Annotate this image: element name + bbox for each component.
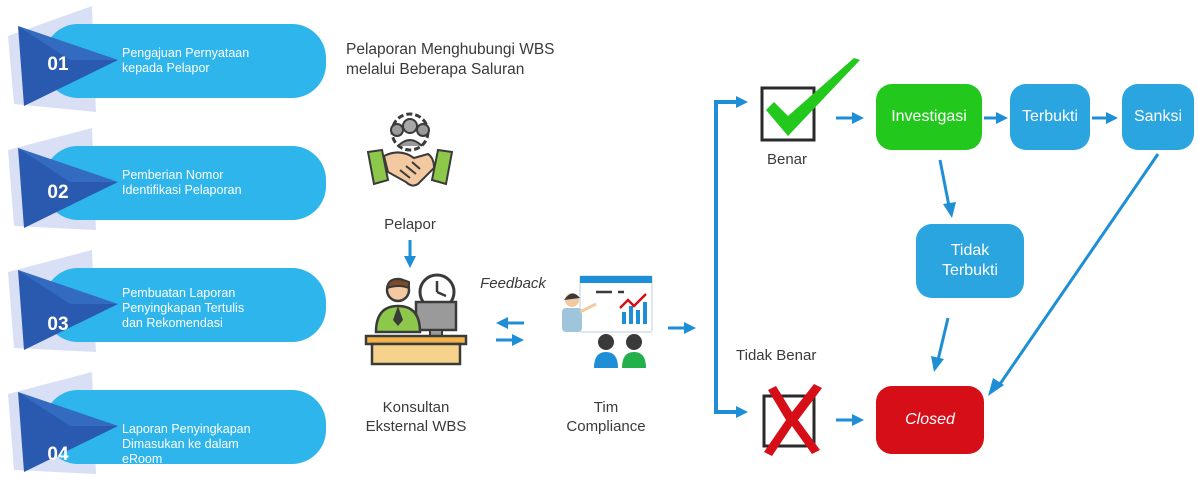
step-2-number: 02 xyxy=(47,182,69,203)
step-4-line1: Laporan Penyingkapan xyxy=(122,422,251,436)
intro-line1: Pelaporan Menghubungi WBS xyxy=(346,41,555,58)
tidak-terbukti-line1: Tidak xyxy=(950,242,990,259)
consultant-label-line2: Eksternal WBS xyxy=(365,418,467,435)
step-4-number: 04 xyxy=(47,444,69,465)
team-label: Tim Compliance xyxy=(546,398,666,436)
team-label-line1: Tim xyxy=(593,399,619,416)
arrow-right-icon xyxy=(512,334,524,346)
step-2: 02 Pemberian Nomor Identifikasi Pelapora… xyxy=(0,126,330,230)
step-1-line2: kepada Pelapor xyxy=(122,61,210,75)
consultant-desk-clock-icon xyxy=(364,273,468,366)
step-3-line3: dan Rekomendasi xyxy=(122,316,223,330)
step-4-line2: Dimasukan ke dalam xyxy=(122,437,239,451)
consultant-label: Konsultan Eksternal WBS xyxy=(346,398,486,436)
step-1-number: 01 xyxy=(47,54,69,75)
step-4: 04 Laporan Penyingkapan Dimasukan ke dal… xyxy=(0,370,330,474)
arrow-right-team xyxy=(668,322,696,334)
step-3-line1: Pembuatan Laporan xyxy=(122,286,236,300)
step-3-banner-shape xyxy=(8,250,326,352)
tidak-benar-label: Tidak Benar xyxy=(736,347,817,364)
step-2-line1: Pemberian Nomor xyxy=(122,168,224,182)
closed-box: Closed xyxy=(876,386,984,454)
tidak-terbukti-line2: Terbukti xyxy=(941,262,999,279)
step-2-line2: Identifikasi Pelaporan xyxy=(122,183,242,197)
step-2-text: Pemberian Nomor Identifikasi Pelaporan xyxy=(122,168,322,198)
intro-text: Pelaporan Menghubungi WBS melalui Bebera… xyxy=(346,40,555,80)
decision-flow-lines xyxy=(714,96,1160,426)
pelapor-label: Pelapor xyxy=(384,216,436,233)
step-1-text: Pengajuan Pernyataan kepada Pelapor xyxy=(122,46,322,76)
step-4-text: Laporan Penyingkapan Dimasukan ke dalam … xyxy=(122,422,322,467)
presentation-team-icon xyxy=(562,275,653,368)
step-4-line3: eRoom xyxy=(122,452,163,466)
tidak-terbukti-box: Tidak Terbukti xyxy=(916,224,1024,298)
step-2-banner-shape xyxy=(8,128,326,230)
step-1-line1: Pengajuan Pernyataan xyxy=(122,46,250,60)
checkmark-box-icon xyxy=(760,58,860,142)
step-3-number: 03 xyxy=(47,314,69,335)
step-3: 03 Pembuatan Laporan Penyingkapan Tertul… xyxy=(0,248,330,352)
step-3-line2: Penyingkapan Tertulis xyxy=(122,301,245,315)
step-4-banner-shape xyxy=(8,372,326,474)
arrow-down-pelapor xyxy=(404,240,416,268)
arrow-left-icon xyxy=(496,317,508,329)
team-label-line2: Compliance xyxy=(566,418,646,435)
step-1-banner-shape xyxy=(8,6,326,112)
benar-label: Benar xyxy=(766,151,808,168)
terbukti-box: Terbukti xyxy=(1010,84,1090,150)
intro-line2: melalui Beberapa Saluran xyxy=(346,61,525,78)
investigasi-box: Investigasi xyxy=(876,84,982,150)
consultant-label-line1: Konsultan xyxy=(382,399,450,416)
step-3-text: Pembuatan Laporan Penyingkapan Tertulis … xyxy=(122,286,322,331)
cross-box-icon xyxy=(762,384,822,456)
feedback-arrows xyxy=(496,317,524,346)
feedback-label: Feedback xyxy=(480,275,546,292)
sanksi-box: Sanksi xyxy=(1122,84,1194,150)
step-1: 01 Pengajuan Pernyataan kepada Pelapor xyxy=(0,4,330,112)
handshake-team-icon xyxy=(366,112,454,187)
